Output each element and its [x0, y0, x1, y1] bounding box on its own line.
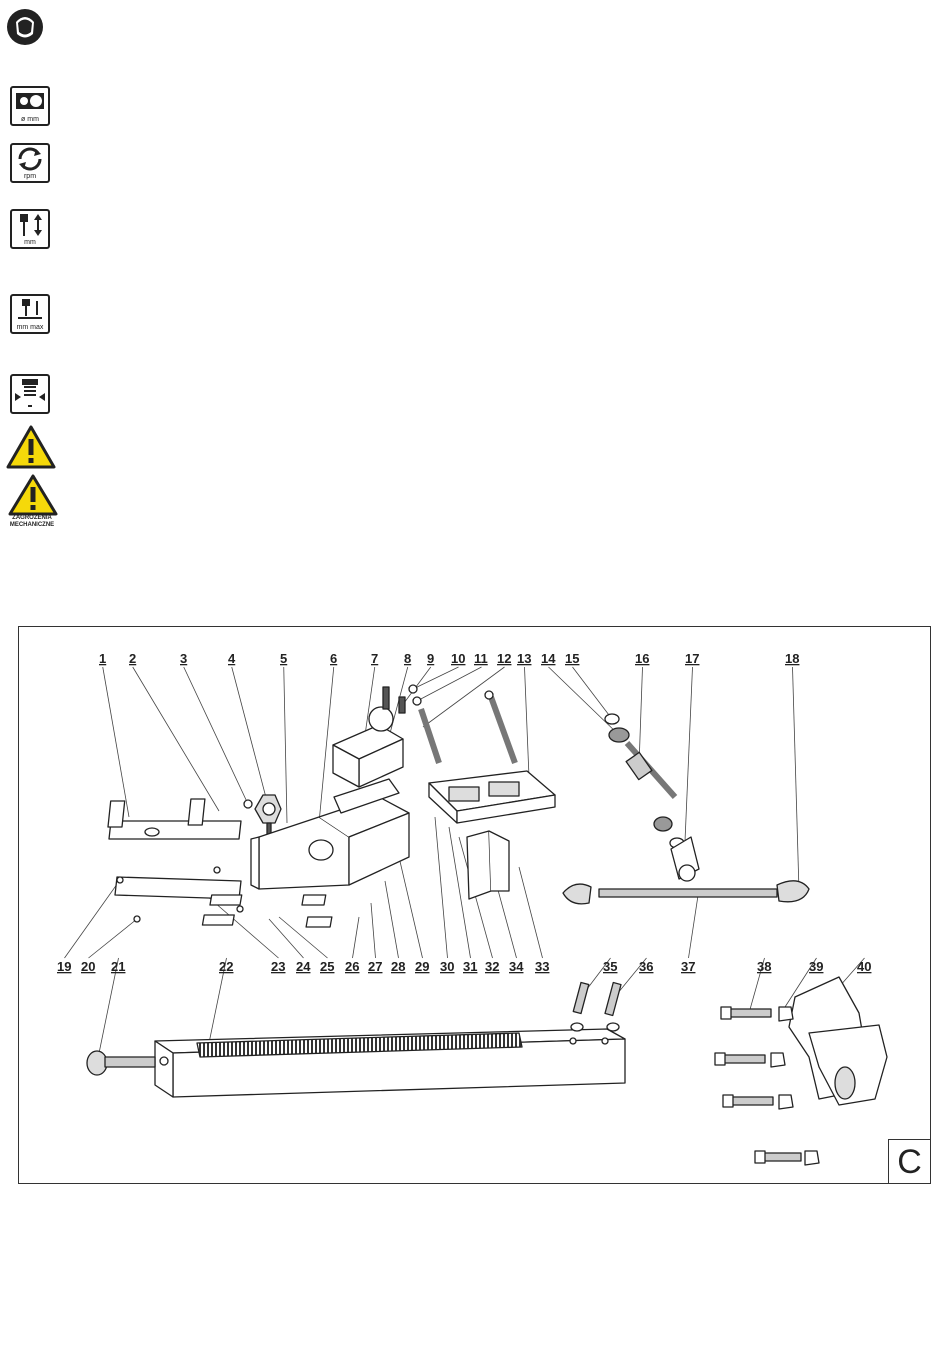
callout-9: 9: [427, 651, 434, 666]
callout-12: 12: [497, 651, 511, 666]
callout-30: 30: [440, 959, 454, 974]
socket-screw: [87, 1051, 155, 1075]
callout-40: 40: [857, 959, 871, 974]
callout-23: 23: [271, 959, 285, 974]
callout-25: 25: [320, 959, 334, 974]
drill-diameter-symbol: ø mm: [10, 86, 50, 126]
leader-30: [435, 817, 448, 958]
leader-27: [371, 903, 376, 958]
callout-34: 34: [509, 959, 524, 974]
leader-5: [284, 667, 287, 823]
callout-4: 4: [228, 651, 236, 666]
callout-27: 27: [368, 959, 382, 974]
section-letter-box: C: [888, 1139, 930, 1183]
vise-jaw: [333, 687, 405, 787]
diagram-canvas: 1234567891011121314151617181920212223242…: [19, 627, 930, 1183]
callout-7: 7: [371, 651, 378, 666]
leader-14: [549, 667, 620, 735]
leader-33: [519, 867, 543, 958]
callout-39: 39: [809, 959, 823, 974]
callout-37: 37: [681, 959, 695, 974]
callout-22: 22: [219, 959, 233, 974]
callout-31: 31: [463, 959, 477, 974]
callout-15: 15: [565, 651, 579, 666]
rpm-caption: rpm: [12, 173, 48, 180]
callout-16: 16: [635, 651, 649, 666]
face-shield-icon: [6, 8, 44, 46]
callout-2: 2: [129, 651, 136, 666]
callout-24: 24: [296, 959, 311, 974]
callout-35: 35: [603, 959, 617, 974]
leader-24: [269, 919, 304, 958]
base-plate: [429, 771, 555, 823]
pinion-shaft: [605, 714, 699, 881]
section-letter: C: [889, 1140, 930, 1184]
leader-2: [133, 667, 219, 811]
callout-29: 29: [415, 959, 429, 974]
callout-13: 13: [517, 651, 531, 666]
callout-38: 38: [757, 959, 771, 974]
max-distance-symbol: mm max: [10, 294, 50, 334]
callout-33: 33: [535, 959, 549, 974]
leader-17: [685, 667, 693, 841]
leader-15: [573, 667, 613, 719]
diameter-caption: ø mm: [12, 116, 48, 123]
leader-4: [232, 667, 269, 809]
callout-36: 36: [639, 959, 653, 974]
leader-29: [399, 857, 423, 958]
mounting-bracket: [715, 977, 887, 1165]
leader-26: [353, 917, 360, 958]
callout-6: 6: [330, 651, 337, 666]
leader-3: [184, 667, 248, 804]
leader-19: [65, 880, 121, 958]
callout-28: 28: [391, 959, 405, 974]
callout-8: 8: [404, 651, 411, 666]
max-caption: mm max: [12, 324, 48, 331]
callout-26: 26: [345, 959, 359, 974]
callout-21: 21: [111, 959, 125, 974]
clamp-plate-top: [108, 799, 241, 839]
handle-bar: [563, 881, 809, 904]
leader-10: [413, 667, 459, 689]
mount-bolts: [571, 982, 621, 1031]
rack-bar: [155, 1029, 625, 1097]
leader-20: [89, 919, 138, 958]
leader-28: [385, 881, 399, 958]
leader-18: [793, 667, 800, 891]
callout-10: 10: [451, 651, 465, 666]
callout-11: 11: [474, 651, 488, 666]
callout-1: 1: [99, 651, 106, 666]
callout-5: 5: [280, 651, 287, 666]
leader-6: [319, 667, 334, 823]
small-plates: [202, 895, 331, 927]
callout-14: 14: [541, 651, 556, 666]
leader-16: [639, 667, 643, 766]
callout-17: 17: [685, 651, 699, 666]
spindle-travel-symbol: mm: [10, 209, 50, 249]
exploded-parts-diagram: 1234567891011121314151617181920212223242…: [18, 626, 931, 1184]
callout-3: 3: [180, 651, 187, 666]
callout-20: 20: [81, 959, 95, 974]
callout-32: 32: [485, 959, 499, 974]
mechanical-hazard-warning-icon: [8, 474, 58, 516]
travel-caption: mm: [12, 239, 48, 246]
vise-clamp-symbol: [10, 374, 50, 414]
leader-1: [103, 667, 129, 817]
mechanical-hazard-caption: ZAGROŻENIA MECHANICZNE: [4, 515, 60, 529]
clamp-bracket: [467, 831, 509, 899]
callout-19: 19: [57, 959, 71, 974]
general-warning-icon: [6, 425, 56, 469]
leader-37: [689, 889, 700, 958]
callout-18: 18: [785, 651, 799, 666]
rpm-symbol: rpm: [10, 143, 50, 183]
leader-13: [525, 667, 530, 777]
